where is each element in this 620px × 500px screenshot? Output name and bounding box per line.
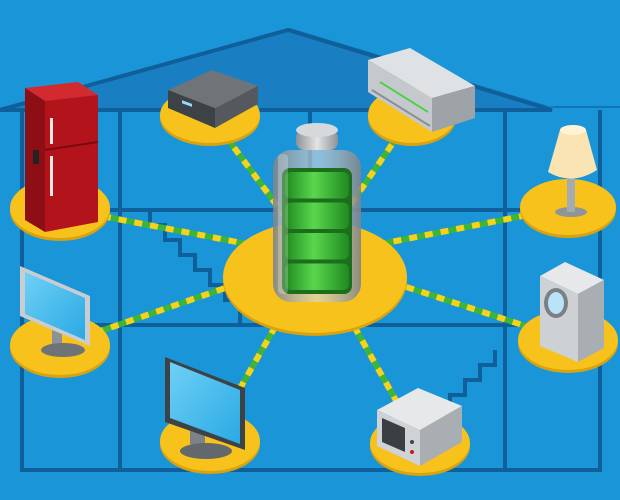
- set-top-box-icon: [168, 70, 258, 128]
- lamp-icon: [548, 125, 597, 217]
- refrigerator-icon: [25, 82, 99, 232]
- battery-cell: [285, 263, 349, 290]
- connector-air-conditioner: [312, 113, 415, 259]
- battery-cell: [285, 172, 349, 199]
- tv-icon: [165, 357, 245, 459]
- air-conditioner-icon: [368, 48, 475, 132]
- microwave-icon: [377, 388, 462, 466]
- battery-cell: [285, 233, 349, 260]
- washing-machine-icon: [540, 262, 604, 362]
- connector-refrigerator: [59, 205, 316, 260]
- connector-washing-machine: [314, 254, 569, 343]
- battery-icon: [273, 123, 361, 302]
- monitor-icon: [20, 266, 90, 357]
- battery-cell: [285, 202, 349, 229]
